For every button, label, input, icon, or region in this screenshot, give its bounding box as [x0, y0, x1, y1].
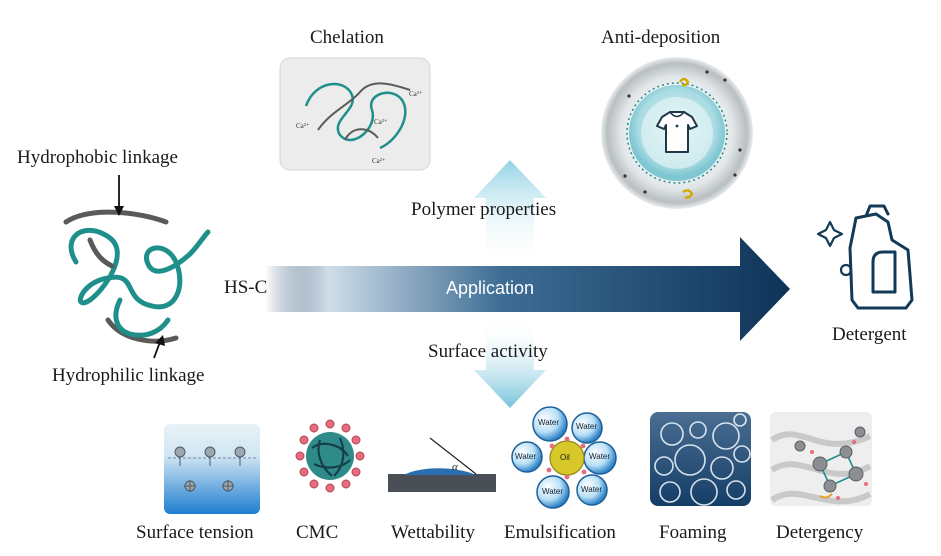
- polymer-properties-label: Polymer properties: [411, 199, 557, 220]
- detergent-label: Detergent: [832, 324, 907, 345]
- hydrophilic-pointer: [153, 341, 161, 359]
- cmc-label: CMC: [296, 522, 339, 543]
- foaming-label: Foaming: [659, 522, 727, 543]
- polymer-name-label: HS-C: [224, 277, 268, 298]
- foaming-illustration: [650, 412, 751, 506]
- polymer-chain-illustration: [63, 209, 211, 344]
- cmc-micelle-illustration: [295, 419, 365, 493]
- detergency-illustration: [770, 412, 872, 506]
- water-label-3: Water: [515, 452, 537, 461]
- chelation-label: Chelation: [310, 27, 384, 48]
- water-label-2: Water: [576, 422, 598, 431]
- water-label-5: Water: [542, 487, 564, 496]
- anti-deposition-label: Anti-deposition: [601, 27, 721, 48]
- alpha-label: α: [452, 461, 458, 473]
- surface-activity-label: Surface activity: [428, 341, 548, 362]
- ca-label-3: Ca²⁺: [372, 157, 386, 165]
- water-label-4: Water: [589, 452, 611, 461]
- application-label: Application: [446, 278, 535, 298]
- detergent-bottle-icon: [816, 204, 914, 310]
- hydrophilic-linkage-label: Hydrophilic linkage: [52, 365, 205, 386]
- wettability-illustration: α: [388, 437, 496, 492]
- ca-label-2: Ca²⁺: [374, 118, 388, 126]
- water-label-6: Water: [581, 485, 603, 494]
- surface-tension-label: Surface tension: [136, 522, 254, 543]
- oil-label: Oil: [560, 453, 570, 462]
- ca-label-4: Ca²⁺: [409, 90, 423, 98]
- emulsification-illustration: [511, 406, 617, 509]
- emulsification-label: Emulsification: [504, 522, 616, 543]
- chelation-illustration: Ca²⁺ Ca²⁺ Ca²⁺ Ca²⁺: [279, 57, 431, 171]
- surface-tension-illustration: [164, 424, 260, 514]
- wettability-label: Wettability: [391, 522, 475, 543]
- hydrophobic-linkage-label: Hydrophobic linkage: [17, 147, 178, 168]
- ca-label-1: Ca²⁺: [296, 122, 310, 130]
- anti-deposition-illustration: [601, 57, 753, 209]
- detergency-label: Detergency: [776, 522, 864, 543]
- water-label-1: Water: [538, 418, 560, 427]
